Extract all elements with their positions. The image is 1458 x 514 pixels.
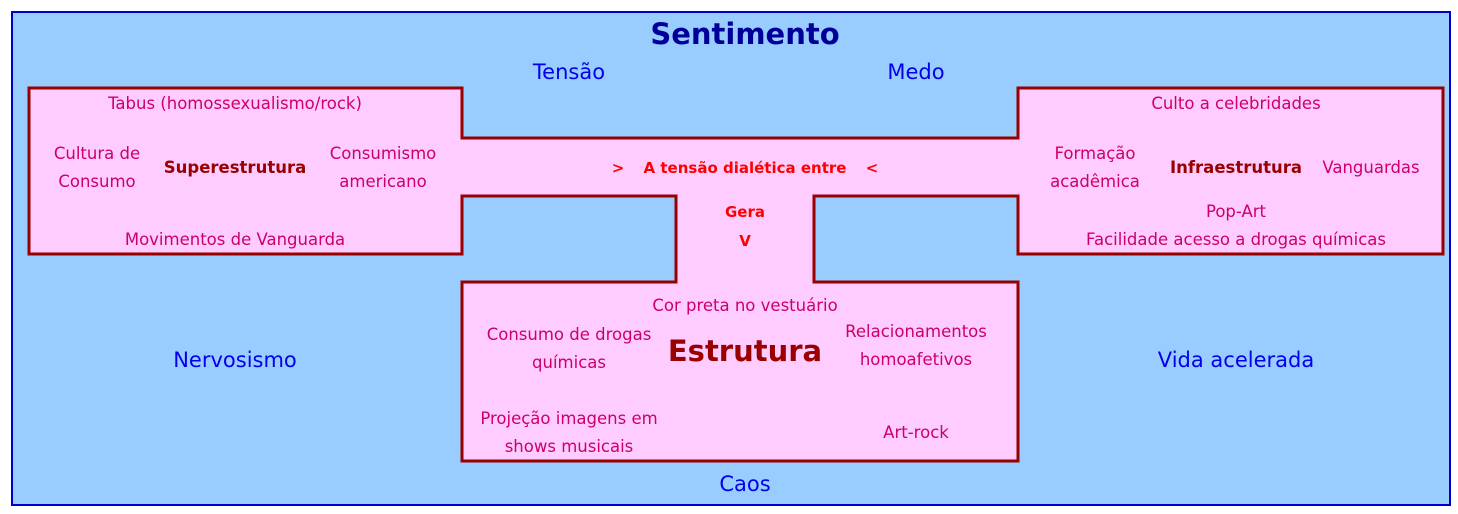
estrutura-item: Projeção imagens em shows musicais [480,409,658,456]
feeling-vida-acelerada: Vida acelerada [1157,348,1315,372]
feeling-tensao: Tensão [532,60,606,84]
super-item: Movimentos de Vanguarda [124,230,346,249]
feeling-medo: Medo [887,60,945,84]
feeling-caos: Caos [719,472,771,496]
infra-item: Facilidade acesso a drogas químicas [1086,230,1386,249]
estrutura-label: Estrutura [667,334,823,368]
superestrutura-label: Superestrutura [163,158,307,177]
structure-outline [27,86,1445,463]
estrutura-item: Cor preta no vestuário [652,296,838,315]
estrutura-item: Consumo de drogas químicas [486,325,652,372]
arrow-right-icon: > [611,159,625,177]
infra-item: Culto a celebridades [1151,94,1321,113]
super-item: Consumismo americano [329,144,437,191]
infra-item: Vanguardas [1322,158,1420,177]
estrutura-item: Art-rock [883,423,949,442]
connector-text: A tensão dialética entre [643,159,847,177]
arrow-down-icon: V [739,232,751,250]
infra-item: Pop-Art [1205,202,1267,221]
super-item: Tabus (homossexualismo/rock) [108,94,362,113]
infraestrutura-label: Infraestrutura [1169,158,1303,177]
super-item: Cultura de Consumo [53,144,141,191]
connector-gera: Gera [724,203,766,221]
estrutura-item: Relacionamentos homoafetivos [845,322,987,369]
arrow-left-icon: < [865,159,879,177]
infra-item: Formação acadêmica [1050,144,1140,191]
feeling-nervosismo: Nervosismo [173,348,297,372]
diagram-title: Sentimento [650,17,840,51]
